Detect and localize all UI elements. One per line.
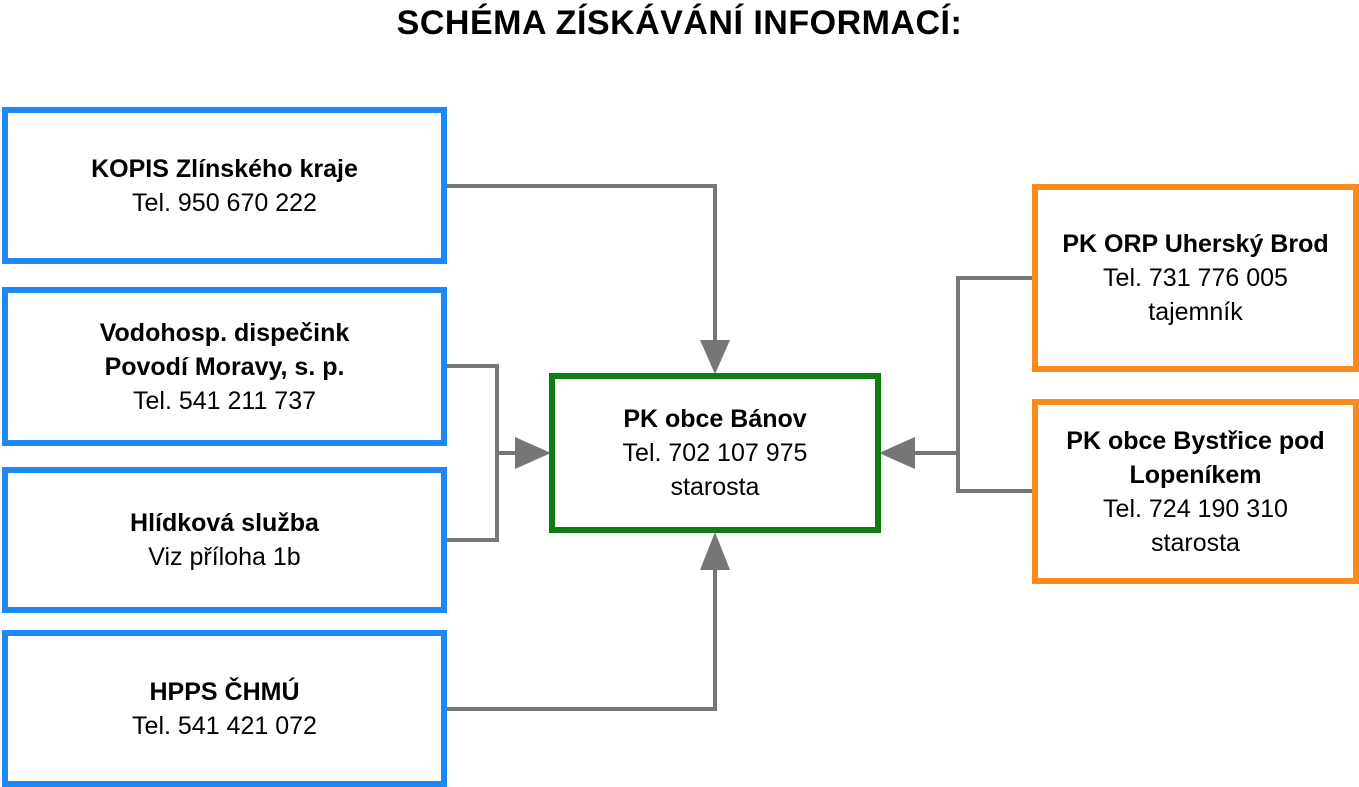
connector-kopis-to-center: [447, 184, 717, 345]
node-hpps-phone: Tel. 541 421 072: [132, 711, 317, 740]
node-bystrice-name-line2: Lopeníkem: [1129, 460, 1262, 489]
node-bystrice: PK obce Bystřice pod Lopeníkem Tel. 724 …: [1032, 399, 1359, 584]
node-hlidkova-name: Hlídková služba: [130, 509, 319, 537]
node-orp-phone: Tel. 731 776 005: [1103, 264, 1288, 292]
node-vodohosp-name-line2: Povodí Moravy, s. p.: [104, 352, 345, 381]
node-bystrice-role: starosta: [1151, 528, 1240, 557]
node-orp-role: tajemník: [1148, 298, 1243, 326]
node-vodohosp-phone: Tel. 541 211 737: [132, 386, 317, 415]
node-hpps-name: HPPS ČHMÚ: [149, 677, 300, 706]
node-bystrice-name-line1: PK obce Bystřice pod: [1066, 426, 1325, 455]
node-center: PK obce Bánov Tel. 702 107 975 starosta: [549, 373, 881, 533]
node-vodohosp-name-line1: Vodohosp. dispečink: [99, 318, 350, 347]
arrowhead-top: [700, 340, 730, 374]
arrowhead-bottom: [700, 532, 730, 570]
node-kopis-phone: Tel. 950 670 222: [132, 188, 317, 217]
arrowhead-right: [879, 437, 915, 469]
node-hpps: HPPS ČHMÚ Tel. 541 421 072: [2, 630, 447, 787]
connector-vodohosp-bracket: [447, 364, 499, 542]
node-orp-name: PK ORP Uherský Brod: [1062, 230, 1329, 258]
arrowhead-left: [515, 437, 551, 469]
node-vodohosp: Vodohosp. dispečink Povodí Moravy, s. p.…: [2, 287, 447, 446]
node-kopis: KOPIS Zlínského kraje Tel. 950 670 222: [2, 107, 447, 264]
node-kopis-name: KOPIS Zlínského kraje: [91, 154, 358, 183]
diagram-title: SCHÉMA ZÍSKÁVÁNÍ INFORMACÍ:: [396, 4, 963, 42]
node-orp: PK ORP Uherský Brod Tel. 731 776 005 taj…: [1032, 184, 1359, 372]
node-bystrice-phone: Tel. 724 190 310: [1103, 494, 1288, 523]
node-center-phone: Tel. 702 107 975: [622, 439, 808, 467]
node-center-role: starosta: [670, 473, 760, 501]
node-center-name: PK obce Bánov: [623, 405, 807, 433]
node-hlidkova: Hlídková služba Viz příloha 1b: [2, 467, 447, 613]
connector-hpps-to-center: [447, 565, 717, 711]
node-hlidkova-note: Viz příloha 1b: [148, 543, 301, 571]
connector-neighbors-bracket: [956, 276, 1036, 493]
